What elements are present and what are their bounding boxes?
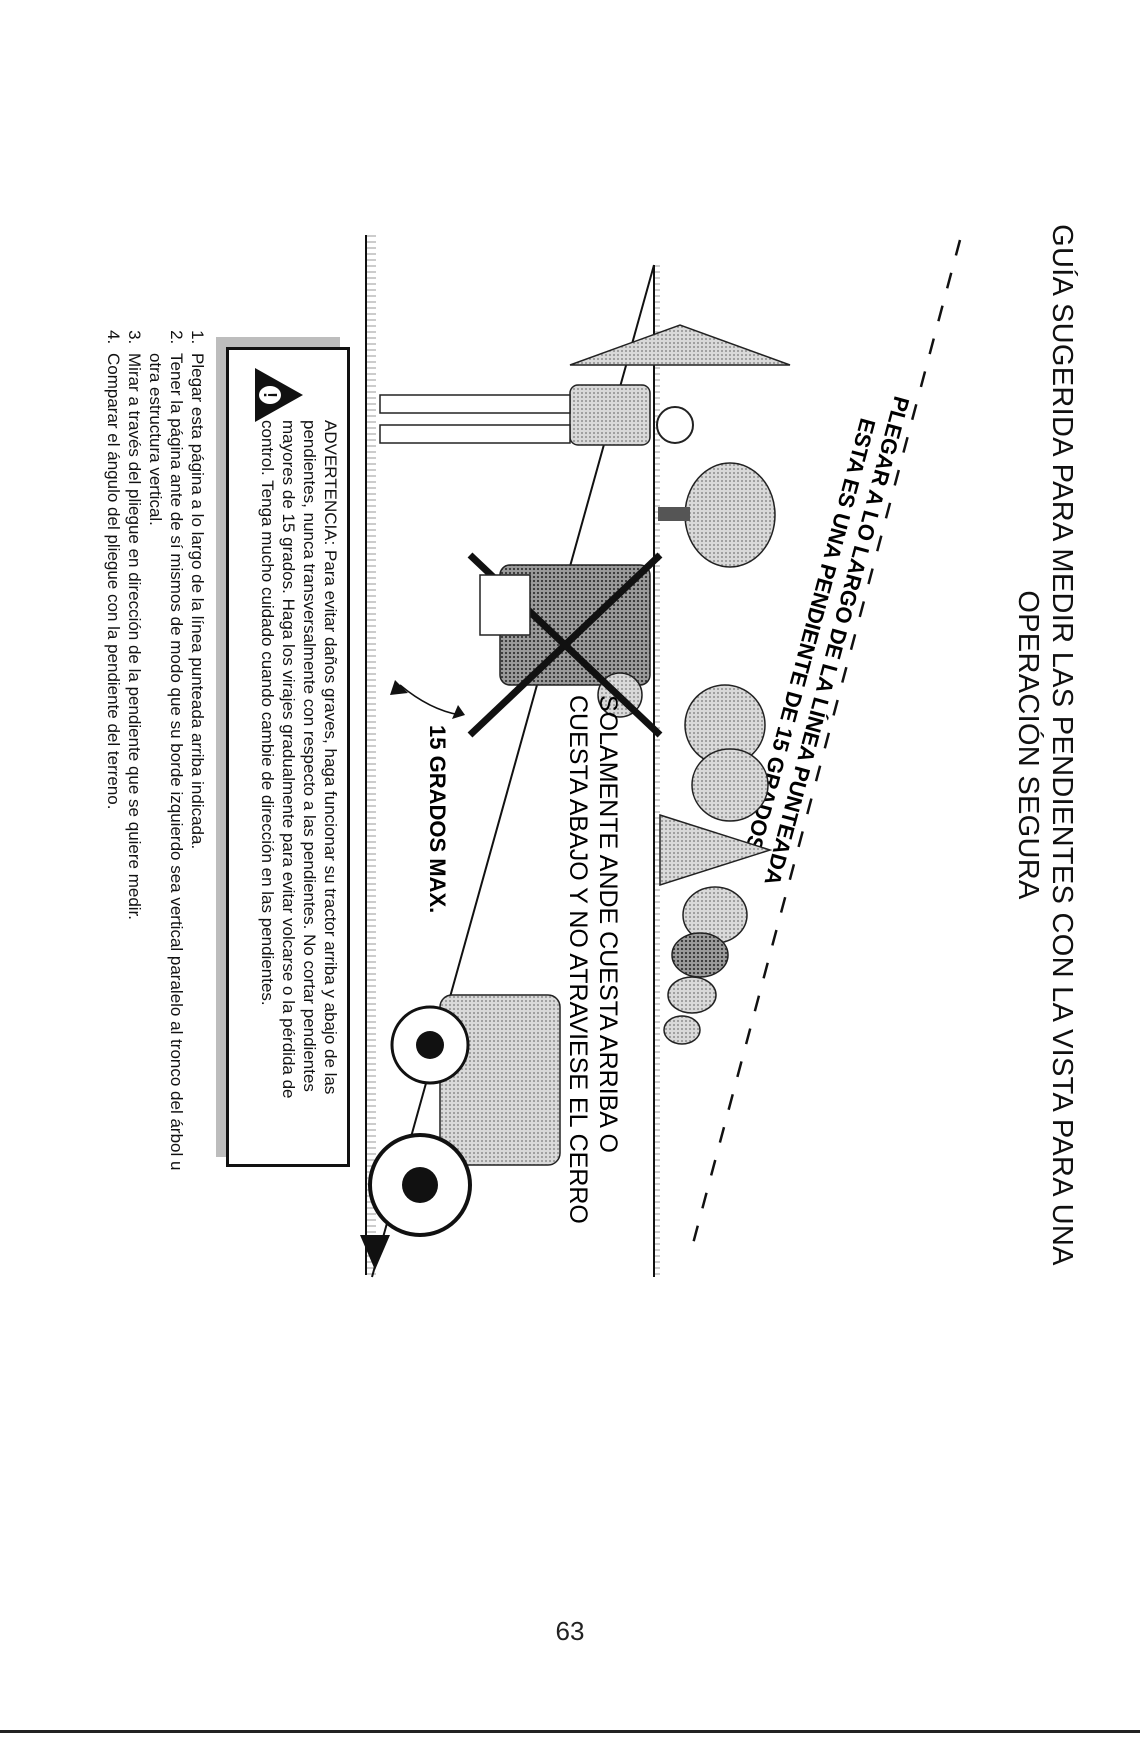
- instruction-line-2: CUESTA ABAJO Y NO ATRAVIESE EL CERRO: [564, 695, 592, 1224]
- list-item: Mirar a través del pliegue en dirección …: [124, 349, 145, 1189]
- warning-text: ADVERTENCIA: Para evitar daños graves, h…: [258, 420, 340, 1099]
- riding-tractor-icon: [360, 994, 561, 1270]
- deciduous-tree-icon: [663, 1015, 701, 1045]
- pine-tree-icon: [659, 813, 773, 887]
- deciduous-tree-icon: [684, 462, 776, 568]
- folded-page-icon: [479, 574, 531, 636]
- person-with-guide-icon: [379, 384, 694, 636]
- slope-diagram: PLEGAR A LO LARGO DE LA LÍNEA PUNTEADA E…: [360, 235, 962, 1278]
- list-item: Plegar esta página a lo largo de la líne…: [187, 349, 208, 1189]
- fold-label-line-1: PLEGAR A LO LARGO DE LA LÍNEA PUNTEADA: [759, 394, 914, 889]
- deciduous-tree-icon: [691, 748, 769, 822]
- list-item: Comparar el ángulo del pliegue con la pe…: [103, 349, 124, 1189]
- angle-label: 15 GRADOS MAX.: [425, 725, 450, 913]
- deciduous-tree-icon: [667, 976, 717, 1014]
- bottom-rule: [0, 1730, 1140, 1733]
- fold-label: PLEGAR A LO LARGO DE LA LÍNEA PUNTEADA E…: [741, 394, 915, 889]
- tree-group: [569, 324, 791, 1045]
- warning-box: ! ADVERTENCIA: Para evitar daños graves,…: [226, 347, 350, 1167]
- tree-trunk: [658, 507, 690, 521]
- uphill-arrow-icon: [360, 1235, 390, 1270]
- rotated-content: GUÍA SUGERIDA PARA MEDIR LAS PENDIENTES …: [20, 95, 1120, 1395]
- flat-ground-grass: [366, 235, 376, 1275]
- warning-exclamation-icon: !: [259, 386, 281, 404]
- page-number: 63: [555, 1616, 585, 1646]
- deciduous-tree-icon: [671, 932, 729, 978]
- pine-tree-icon: [569, 324, 791, 366]
- fold-dashed-line: [688, 239, 962, 1256]
- instruction-line-1: SOLAMENTE ANDE CUESTA ARRIBA O: [594, 695, 622, 1153]
- list-item: Tener la página ante de sí mismos de mod…: [145, 349, 187, 1189]
- angle-marker: 15 GRADOS MAX.: [390, 680, 465, 913]
- instructions-list: Plegar esta página a lo largo de la líne…: [103, 327, 208, 1189]
